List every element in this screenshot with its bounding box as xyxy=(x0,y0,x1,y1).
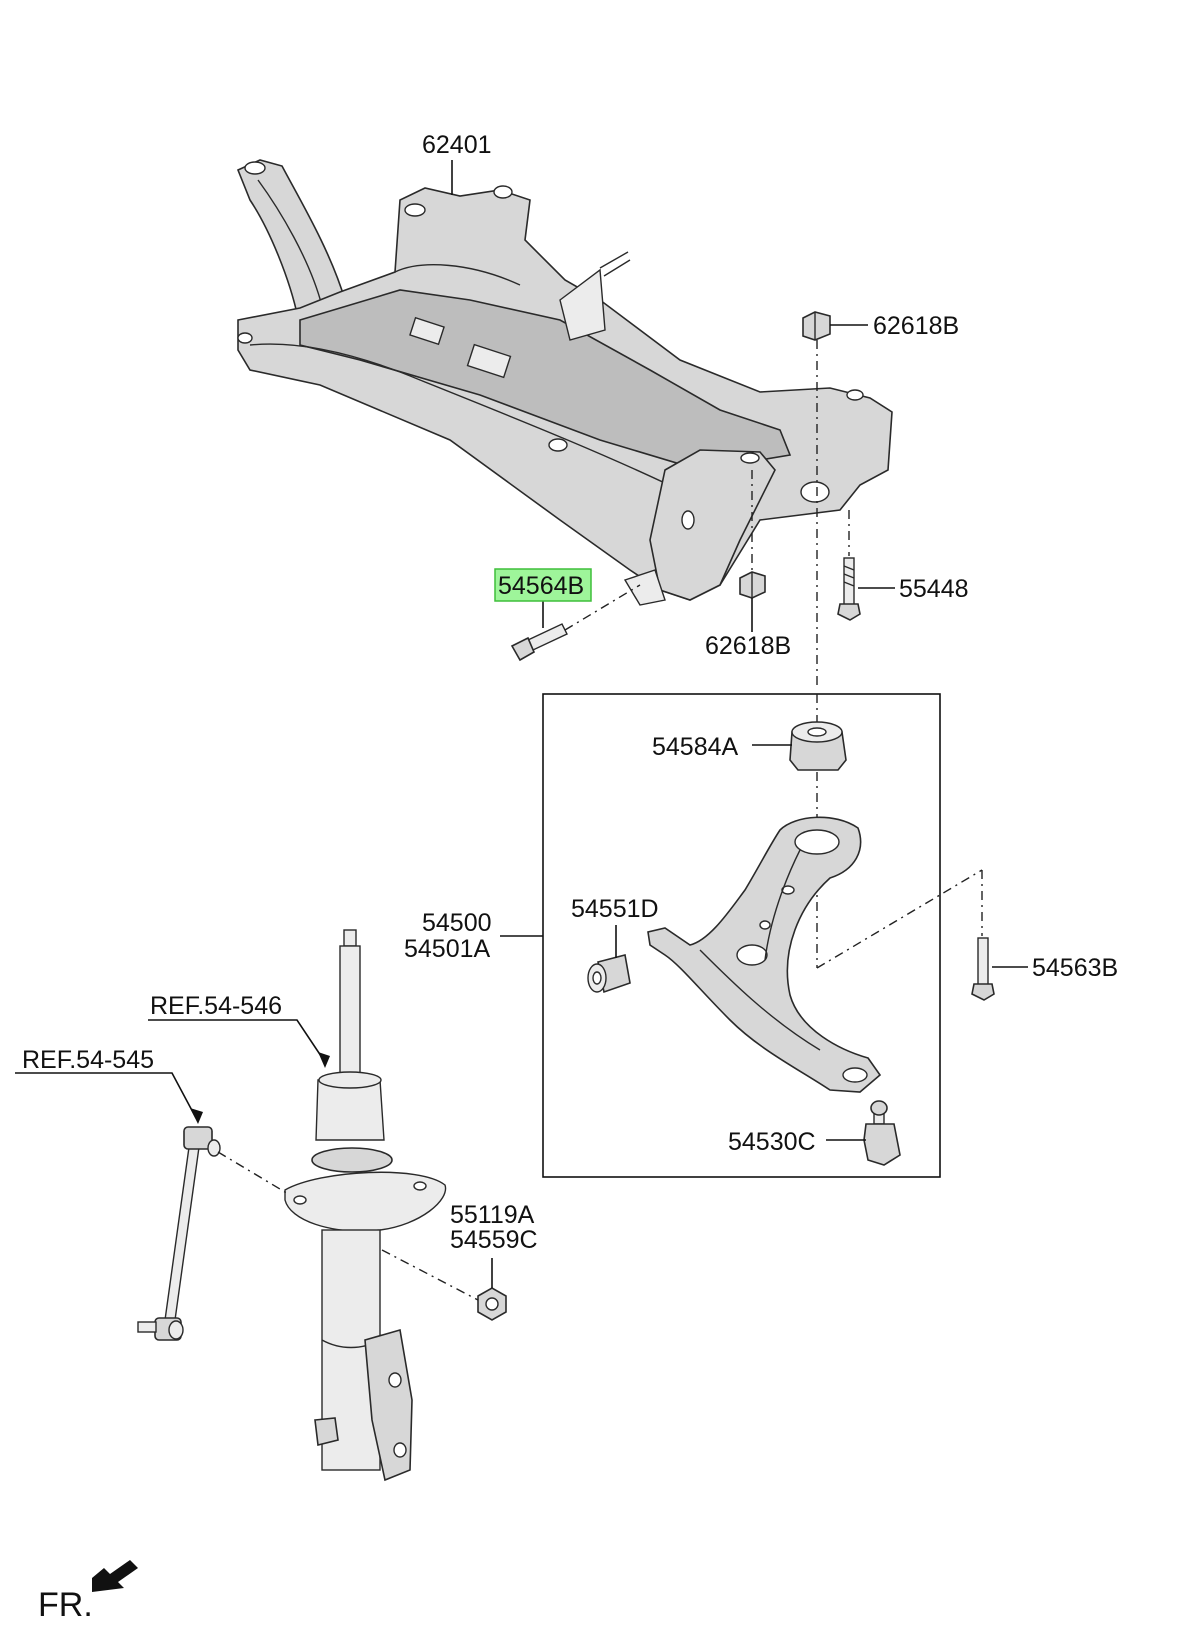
stabilizer-link-part xyxy=(137,1126,221,1341)
lower-control-arm-part xyxy=(647,816,882,1093)
label-62618b-bottom[interactable]: 62618B xyxy=(705,632,791,660)
label-55448[interactable]: 55448 xyxy=(899,575,969,603)
ball-joint-part xyxy=(863,1100,901,1166)
bushing-54584a-part xyxy=(789,721,847,771)
label-54551d[interactable]: 54551D xyxy=(571,895,659,923)
label-54500[interactable]: 54500 xyxy=(422,909,492,937)
label-54530c[interactable]: 54530C xyxy=(728,1128,816,1156)
label-ref-54-546[interactable]: REF.54-546 xyxy=(150,992,282,1020)
front-direction-arrow-icon xyxy=(92,1560,138,1592)
bolt-55448-part xyxy=(837,557,861,621)
label-ref-54-545[interactable]: REF.54-545 xyxy=(22,1046,154,1074)
nut-bottom-part xyxy=(739,571,766,599)
label-55119a[interactable]: 55119A xyxy=(450,1201,535,1229)
highlight-box-54564b xyxy=(494,568,592,602)
bolt-54563b-part xyxy=(971,937,995,1001)
center-lines-box xyxy=(816,694,983,969)
strut-assembly-part xyxy=(284,929,447,1482)
center-lines-top xyxy=(564,340,850,690)
label-54564b[interactable]: 54564B xyxy=(498,572,584,600)
label-54501a[interactable]: 54501A xyxy=(404,935,491,963)
nut-top-part xyxy=(802,311,831,341)
center-lines-strut xyxy=(217,1151,479,1301)
bushing-54551d-part xyxy=(587,954,631,994)
nut-strut-part xyxy=(477,1287,507,1321)
bolt-54564b-part xyxy=(510,623,568,662)
front-direction-label: FR. xyxy=(38,1586,93,1624)
leader-lines xyxy=(15,160,1028,1288)
label-54559c[interactable]: 54559C xyxy=(450,1226,538,1254)
label-54563b[interactable]: 54563B xyxy=(1032,954,1118,982)
label-54584a[interactable]: 54584A xyxy=(652,733,739,761)
subframe-part xyxy=(236,159,893,606)
label-62401[interactable]: 62401 xyxy=(422,131,492,159)
label-62618b-top[interactable]: 62618B xyxy=(873,312,959,340)
